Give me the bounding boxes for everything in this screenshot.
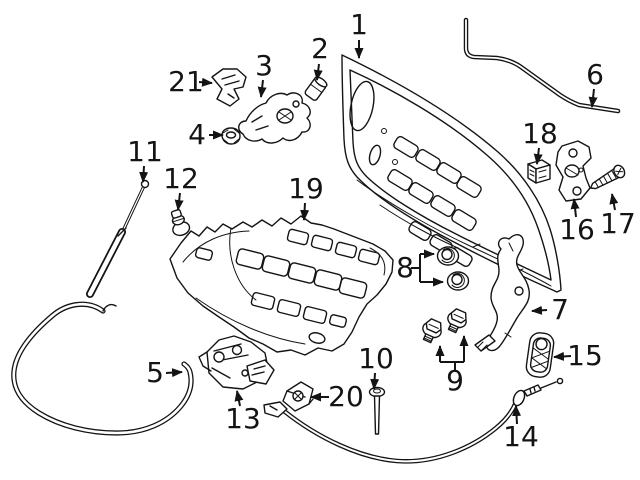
callout-20-pad-clip: 20 <box>328 380 364 413</box>
callout-arrow <box>313 63 323 81</box>
part-hood-latch <box>198 335 275 390</box>
callout-arrow <box>533 147 543 165</box>
callout-12-strut-clip: 12 <box>163 162 199 195</box>
callout-arrow <box>139 165 149 183</box>
callout-arrow <box>609 193 619 211</box>
callout-10-support-pin: 10 <box>358 342 394 375</box>
part-insulator-pad <box>169 215 394 356</box>
callout-3-hood-hinge-left: 3 <box>255 49 273 82</box>
callout-18-stop-bumper: 18 <box>522 117 558 150</box>
callout-1-hood-panel: 1 <box>350 8 368 41</box>
callout-15-release-handle: 15 <box>567 339 603 372</box>
part-hood-hinge-left <box>238 92 311 144</box>
callout-6-hood-prop-rod: 6 <box>586 58 604 91</box>
callout-arrow <box>553 351 572 361</box>
part-grommet-pair <box>436 246 470 291</box>
part-release-handle <box>525 332 555 378</box>
part-prop-rod <box>463 17 621 114</box>
callout-8-grommet-pair: 8 <box>396 251 414 284</box>
part-bracket-screw <box>589 164 626 190</box>
callout-2-hood-bumper: 2 <box>311 32 329 65</box>
part-hood-hinge-right <box>474 234 531 352</box>
callout-arrow <box>570 198 580 218</box>
callout-11-lift-support-strut: 11 <box>127 135 163 168</box>
part-bolt-pair <box>422 308 467 344</box>
callout-16-mounting-bracket: 16 <box>559 213 595 246</box>
part-mounting-bracket <box>555 140 592 202</box>
callout-7-hood-hinge-right: 7 <box>551 293 569 326</box>
part-hinge-nut <box>221 127 241 145</box>
callout-arrow <box>370 372 380 390</box>
callout-19-insulator-pad: 19 <box>288 172 324 205</box>
callout-arrow <box>234 390 244 407</box>
callout-arrow <box>257 79 267 98</box>
callout-arrow <box>300 202 310 221</box>
part-weatherstrip <box>11 301 194 436</box>
callout-21-catch-bracket: 21 <box>168 65 204 98</box>
callout-4-hinge-nut: 4 <box>188 118 206 151</box>
callout-arrow <box>198 77 213 87</box>
callout-17-bracket-screw: 17 <box>600 207 636 240</box>
callout-5-hood-weatherstrip: 5 <box>146 356 164 389</box>
part-catch-bracket <box>211 68 247 107</box>
part-lift-support-strut <box>86 179 150 298</box>
callout-arrow <box>174 192 184 211</box>
callout-arrow <box>531 305 548 315</box>
callout-9-bolt-pair: 9 <box>446 364 464 397</box>
callout-arrow <box>588 88 598 108</box>
callout-arrow <box>512 405 522 425</box>
callout-13-hood-latch: 13 <box>225 402 261 435</box>
part-release-cable <box>263 377 564 464</box>
callout-arrow <box>165 368 183 378</box>
callout-14-release-cable: 14 <box>503 420 539 453</box>
